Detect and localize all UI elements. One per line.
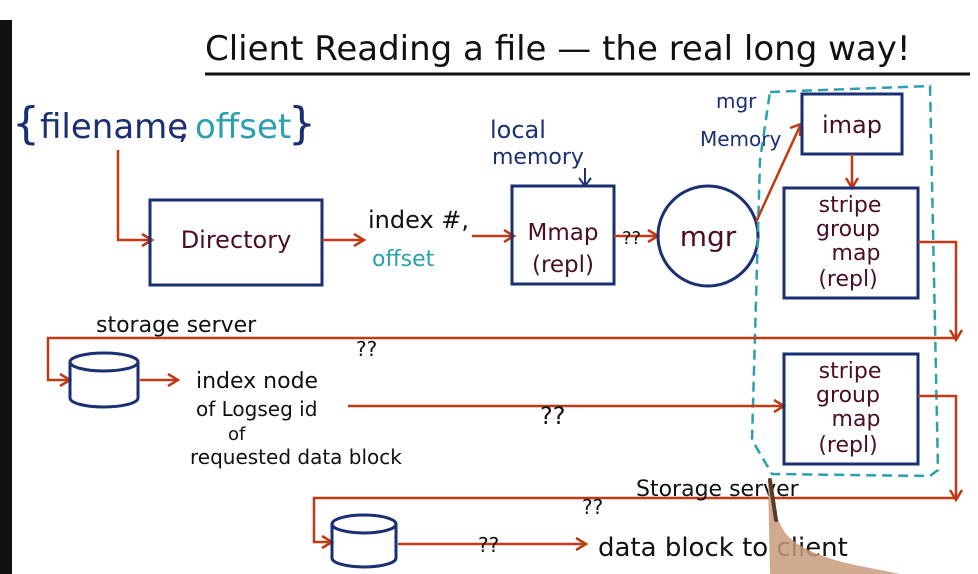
sgm-bottom-line2: group: [816, 383, 880, 408]
sgm-bottom-line4: (repl): [818, 433, 877, 458]
sgm-top-line1: stripe: [819, 193, 882, 218]
storage-disk-2: [330, 513, 398, 569]
qq-4: ??: [582, 495, 603, 519]
request-filename: filename: [40, 107, 188, 147]
storage-server-label-1: storage server: [96, 313, 257, 338]
arrow-sgm-to-storage-server-1: [46, 240, 958, 382]
storage-server-label-2: Storage server: [636, 477, 800, 502]
mmap-label-2: (repl): [532, 252, 594, 278]
brace-open: {: [12, 98, 40, 149]
request-comma: ,: [178, 107, 189, 147]
local-memory-line1: local: [490, 116, 546, 144]
sgm-bottom-box: [782, 352, 920, 466]
qq-3: ??: [540, 402, 565, 430]
mgr-memory-line1: mgr: [716, 89, 757, 113]
directory-box: [148, 198, 324, 287]
mgr-memory-region: [750, 84, 940, 478]
brace-close: }: [288, 98, 316, 149]
index-node-line3: of: [228, 424, 246, 445]
index-hash-label: index #,: [368, 206, 469, 234]
directory-label: Directory: [181, 226, 292, 254]
sgm-top-line2: group: [816, 217, 880, 242]
mgr-memory-line2: Memory: [700, 127, 782, 151]
screen-edge: [0, 20, 12, 574]
title: Client Reading a file — the real long wa…: [205, 29, 911, 69]
index-node-line2: of Logseg id: [196, 397, 317, 421]
qq-2: ??: [356, 337, 377, 361]
index-node-line4: requested data block: [190, 445, 402, 469]
hand-with-pen: [768, 478, 900, 574]
offset-label: offset: [372, 247, 435, 272]
index-node-line1: index node: [196, 369, 318, 394]
sgm-bottom-line1: stripe: [819, 359, 882, 384]
sgm-top-line4: (repl): [818, 267, 877, 292]
mgr-circle: [656, 184, 760, 288]
request-offset: offset: [195, 107, 291, 147]
sgm-top-line3: map: [832, 241, 881, 266]
qq-5: ??: [478, 533, 499, 557]
arrow-filename-to-directory: [116, 150, 150, 242]
arrow-mgr-to-imap: [754, 125, 802, 223]
mmap-label-1: Mmap: [528, 220, 599, 246]
local-memory-line2: memory: [492, 145, 584, 170]
sgm-bottom-line3: map: [832, 407, 881, 432]
arrow-sgm-to-storage-server-2: [312, 394, 958, 544]
storage-disk-1: [68, 351, 140, 409]
qq-1: ??: [622, 228, 641, 249]
mgr-label: mgr: [680, 220, 737, 253]
imap-label: imap: [822, 111, 882, 139]
